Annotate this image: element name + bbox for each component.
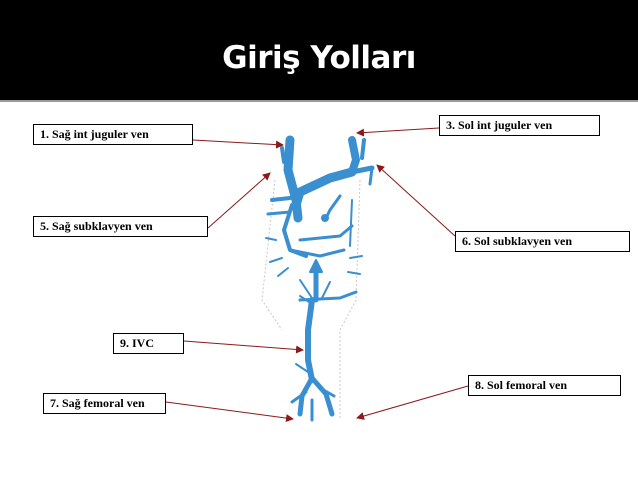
arrow-ivc — [183, 340, 304, 354]
label-sag-int-juguler: 1. Sağ int juguler ven — [33, 124, 193, 145]
pointer-arrows — [165, 127, 469, 423]
arrow-sag-femoral — [165, 401, 294, 423]
label-sol-subklavyen: 6. Sol subklavyen ven — [455, 231, 630, 252]
header-divider — [0, 100, 638, 102]
arrow-sol-femoral — [356, 385, 469, 420]
label-sag-subklavyen: 5. Sağ subklavyen ven — [33, 216, 208, 237]
arrow-sol-subklavyen — [376, 164, 456, 237]
arrow-sol-int-juguler — [356, 127, 440, 137]
label-sag-femoral: 7. Sağ femoral ven — [43, 393, 166, 414]
page-title: Giriş Yolları — [222, 40, 416, 76]
inferior-vena-cava — [305, 297, 315, 383]
label-sol-femoral: 8. Sol femoral ven — [468, 375, 621, 396]
arrow-sag-int-juguler — [192, 139, 284, 149]
left-femoral-vein — [309, 375, 335, 417]
label-sol-int-juguler: 3. Sol int juguler ven — [439, 115, 600, 136]
label-ivc: 9. IVC — [113, 333, 184, 354]
arrow-sag-subklavyen — [207, 172, 271, 229]
right-subclavian-vein — [270, 196, 292, 202]
body-outline — [261, 179, 361, 420]
title-bar — [0, 0, 638, 100]
left-brachiocephalic-vein — [291, 167, 357, 210]
left-internal-jugular-vein — [348, 136, 360, 176]
vein-tree — [265, 135, 375, 422]
